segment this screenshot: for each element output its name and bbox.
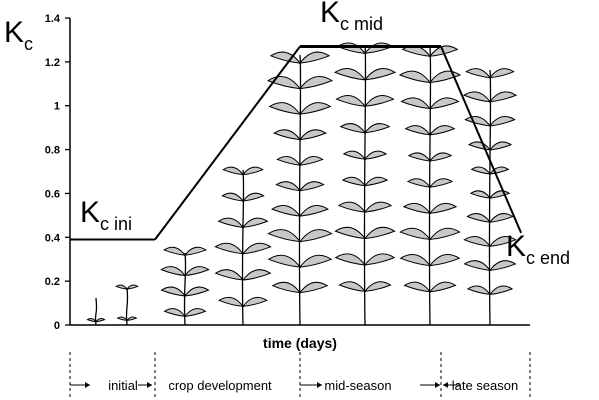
stage-arrow-head xyxy=(317,382,322,388)
x-axis-label: time (days) xyxy=(263,335,337,351)
y-tick-group: 0 0.2 0.4 0.6 0.8 1 1.2 1.4 xyxy=(45,13,70,332)
y-tick-label: 0.2 xyxy=(45,276,60,288)
y-tick-label: 0.6 xyxy=(45,188,60,200)
stage-label: crop development xyxy=(168,378,272,393)
kc-mid-label: Kc mid xyxy=(320,0,383,34)
growth-stage-bar: initial crop development mid-season late se… xyxy=(69,352,531,398)
stage-arrow-head xyxy=(147,382,152,388)
plant-icon xyxy=(160,246,210,326)
y-tick-label: 1 xyxy=(54,101,60,113)
plant-icon xyxy=(86,297,106,326)
kc-curve-segment xyxy=(440,46,523,234)
plant-icon xyxy=(214,166,272,326)
y-tick-label: 0 xyxy=(54,320,60,332)
y-axis-label: Kc xyxy=(4,16,33,54)
stage-label: late season xyxy=(452,378,519,393)
plant-icon xyxy=(333,42,397,326)
plant-icon xyxy=(115,284,139,326)
plant-icon xyxy=(398,45,462,326)
kc-series-group xyxy=(70,45,523,241)
y-tick-label: 1.4 xyxy=(45,13,61,25)
plant-icon xyxy=(462,68,518,326)
y-tick-label: 0.8 xyxy=(45,145,60,157)
stage-label: initial xyxy=(108,378,138,393)
y-tick-label: 1.2 xyxy=(45,57,60,69)
kc-ini-label: Kc ini xyxy=(80,196,132,234)
stage-arrow-head xyxy=(435,382,440,388)
kc-end-label: Kc end xyxy=(506,230,570,268)
stage-label: mid-season xyxy=(324,378,391,393)
plant-icon xyxy=(266,51,334,326)
y-tick-label: 0.4 xyxy=(45,232,61,244)
stage-arrow-head xyxy=(443,382,448,388)
crop-plant-illustrations xyxy=(86,42,518,326)
stage-arrow-head xyxy=(85,382,90,388)
kc-curve-segment xyxy=(154,45,301,241)
